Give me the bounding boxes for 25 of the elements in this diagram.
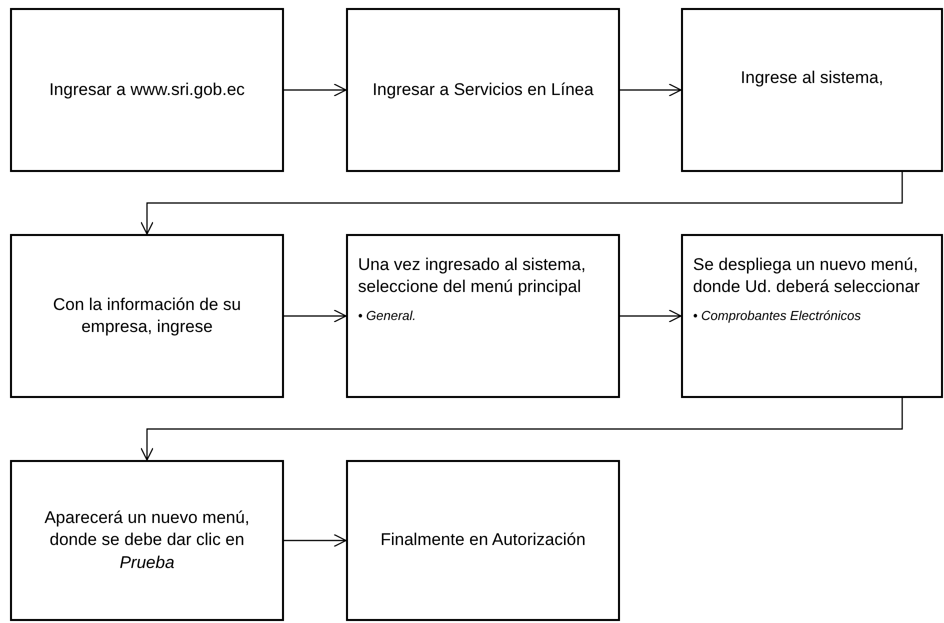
- step-text: Con la información de su empresa, ingrese: [52, 294, 242, 338]
- arrow: [140, 398, 903, 461]
- step-text: Aparecerá un nuevo menú, donde se debe dar clic en Prueba: [43, 507, 251, 574]
- arrow: [284, 83, 347, 97]
- step-text: Finalmente en Autorización: [380, 529, 586, 552]
- process-box: [346, 234, 620, 398]
- process-box: [10, 8, 284, 172]
- process-box: [346, 8, 620, 172]
- step-text: Se despliega un nuevo menú, donde Ud. deberá seleccionar: [693, 254, 921, 298]
- step-text: Ingresar a Servicios en Línea: [372, 78, 594, 101]
- step-text: Una vez ingresado al sistema, seleccione del menú principal: [358, 254, 587, 298]
- arrow: [284, 309, 347, 323]
- bullet-item: • Comprobantes Electrónicos: [693, 308, 861, 324]
- arrow: [284, 534, 347, 548]
- process-box: [10, 460, 284, 621]
- process-box: [10, 234, 284, 398]
- arrow: [620, 83, 682, 97]
- step-text: Ingresar a www.sri.gob.ec: [49, 78, 245, 101]
- process-box: [681, 234, 943, 398]
- arrow: [620, 309, 682, 323]
- arrow: [140, 172, 903, 235]
- step-text: Ingrese al sistema,: [740, 66, 884, 89]
- bullet-item: • General.: [358, 308, 416, 324]
- process-box: [346, 460, 620, 621]
- process-box: [681, 8, 943, 172]
